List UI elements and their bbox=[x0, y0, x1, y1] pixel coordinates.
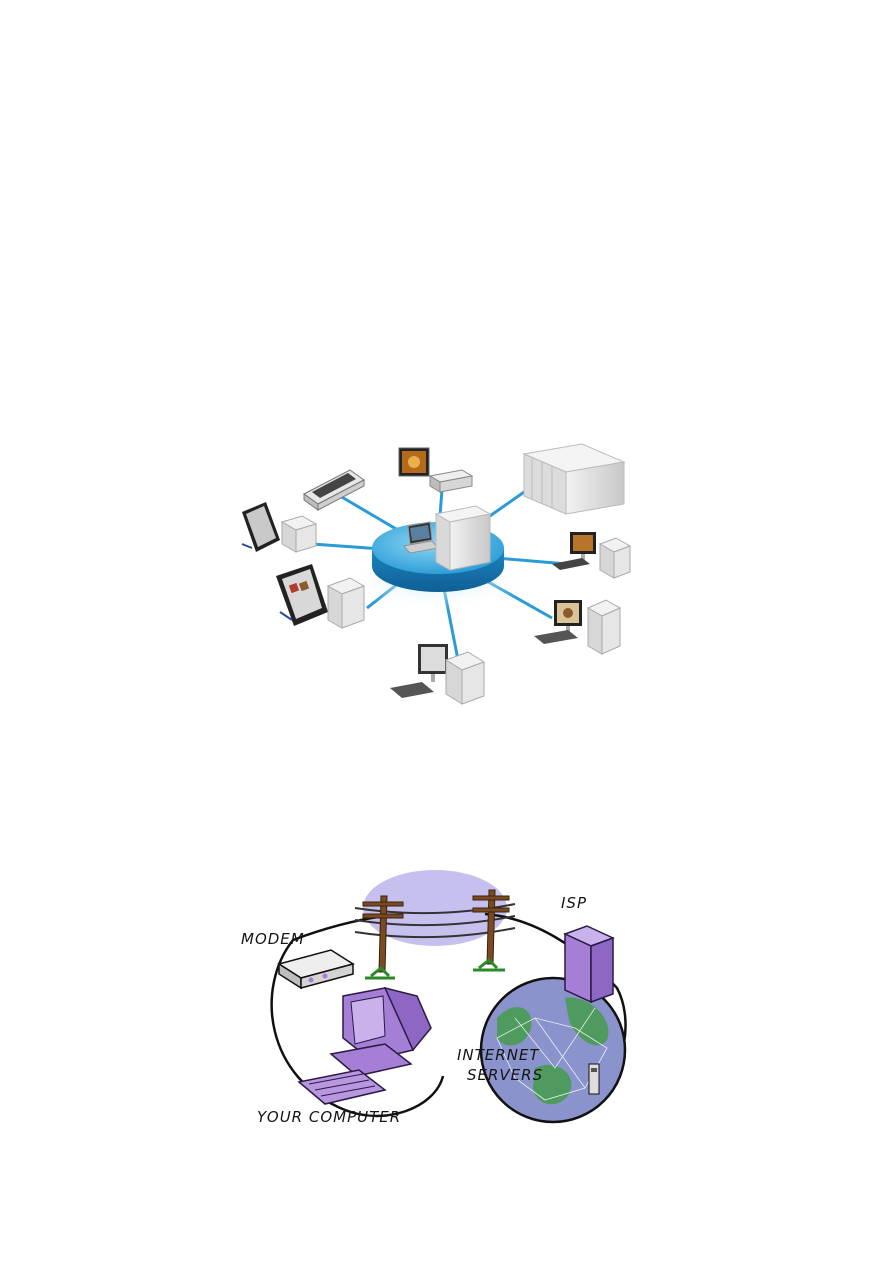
isp-server-icon bbox=[563, 925, 615, 1004]
servers-label: SERVERS bbox=[467, 1066, 543, 1084]
touch-terminal-icon bbox=[276, 564, 366, 629]
utility-pole-icon bbox=[362, 895, 404, 980]
scanner-icon bbox=[303, 469, 365, 511]
computer-icon bbox=[297, 986, 432, 1105]
isp-diagram-svg: MODEM YOUR COMPUTER I bbox=[241, 870, 627, 1126]
server-rack-icon bbox=[522, 443, 626, 515]
server-tower-icon bbox=[588, 1063, 600, 1095]
utility-pole-icon bbox=[472, 889, 510, 972]
power-lines bbox=[354, 903, 516, 939]
desktop-computer-icon bbox=[390, 644, 486, 705]
touch-terminal-icon bbox=[241, 502, 318, 553]
desktop-computer-icon bbox=[552, 532, 632, 579]
desktop-computer-icon bbox=[534, 599, 622, 655]
sky-blob bbox=[363, 870, 507, 946]
network-diagram-svg bbox=[241, 443, 632, 705]
isp-label: ISP bbox=[561, 894, 587, 912]
media-tv-icon bbox=[398, 447, 474, 493]
computer-label: YOUR COMPUTER bbox=[257, 1108, 401, 1126]
server-hub bbox=[342, 505, 532, 610]
laptop-icon bbox=[403, 521, 439, 554]
modem-icon bbox=[277, 949, 355, 990]
server-tower-icon bbox=[434, 505, 492, 571]
isp-connection-diagram: MODEM YOUR COMPUTER I bbox=[235, 868, 630, 1130]
network-diagram bbox=[232, 440, 642, 732]
internet-label: INTERNET bbox=[457, 1046, 540, 1064]
modem-label: MODEM bbox=[241, 930, 305, 948]
